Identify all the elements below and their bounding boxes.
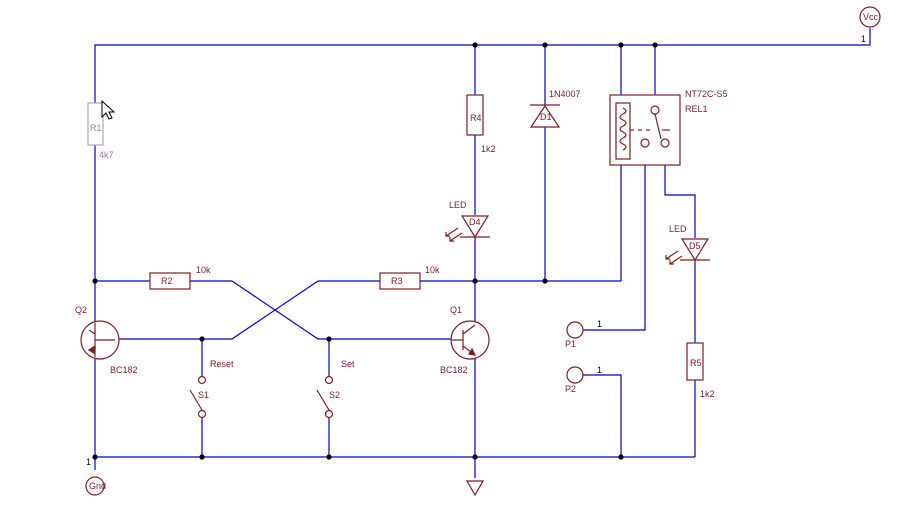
wires bbox=[94, 28, 871, 478]
d5-value: LED bbox=[669, 224, 687, 234]
switch-s1[interactable]: Reset S1 bbox=[189, 359, 234, 419]
resistor-r5[interactable]: R5 1k2 bbox=[686, 342, 715, 399]
wire-cross-b bbox=[115, 280, 319, 340]
junction-dot bbox=[618, 454, 624, 460]
s1-value: Reset bbox=[210, 359, 234, 369]
junction-dot bbox=[472, 278, 478, 284]
junction-dot bbox=[199, 336, 205, 342]
junction-dot bbox=[92, 278, 98, 284]
junction-dot bbox=[652, 42, 658, 48]
junction-dot bbox=[326, 336, 332, 342]
ground-symbol-icon bbox=[465, 480, 485, 497]
junction-dot bbox=[199, 454, 205, 460]
vcc-pin: 1 bbox=[861, 34, 866, 44]
transistor-q1[interactable]: Q1 BC182 bbox=[440, 305, 490, 375]
resistor-r3[interactable]: R3 10k bbox=[379, 265, 440, 290]
terminal-p1[interactable]: P1 1 bbox=[565, 319, 602, 349]
d1-ref: D1 bbox=[540, 112, 552, 122]
q2-value: BC182 bbox=[110, 365, 138, 375]
r1-value: 4k7 bbox=[99, 150, 114, 160]
wire-relay-d5 bbox=[664, 147, 696, 238]
gnd-pin: 1 bbox=[86, 457, 91, 467]
s1-ref: S1 bbox=[198, 390, 209, 400]
wire-p2-gnd bbox=[583, 374, 622, 457]
gnd-ref: Gnd bbox=[89, 481, 106, 491]
s2-ref: S2 bbox=[329, 390, 340, 400]
p1-ref: P1 bbox=[565, 339, 576, 349]
resistor-r1[interactable]: R1 4k7 bbox=[87, 102, 114, 160]
wire-cross-a bbox=[231, 280, 475, 340]
s2-value: Set bbox=[341, 359, 355, 369]
r4-value: 1k2 bbox=[481, 144, 496, 154]
junction-dot bbox=[326, 454, 332, 460]
r4-ref: R4 bbox=[470, 113, 482, 123]
r3-value: 10k bbox=[425, 265, 440, 275]
junctions bbox=[92, 42, 658, 460]
junction-dot bbox=[618, 42, 624, 48]
p2-pin: 1 bbox=[597, 365, 602, 375]
resistor-r4[interactable]: R4 1k2 bbox=[466, 94, 496, 154]
terminal-vcc[interactable]: Vcc 1 bbox=[859, 6, 881, 44]
mouse-pointer-icon bbox=[101, 99, 116, 120]
wire-vcc-rail bbox=[94, 28, 871, 103]
q1-ref: Q1 bbox=[450, 305, 462, 315]
wire-gnd-rail bbox=[94, 456, 695, 470]
junction-dot bbox=[542, 42, 548, 48]
rel1-value: NT72C-S5 bbox=[685, 89, 728, 99]
led-d4[interactable]: LED D4 bbox=[445, 200, 490, 242]
p2-ref: P2 bbox=[565, 384, 576, 394]
d5-ref: D5 bbox=[689, 241, 701, 251]
terminal-gnd[interactable]: Gnd 1 bbox=[85, 457, 106, 496]
junction-dot bbox=[472, 42, 478, 48]
rel1-ref: REL1 bbox=[685, 104, 708, 114]
r2-value: 10k bbox=[196, 265, 211, 275]
r1-ref: R1 bbox=[90, 123, 102, 133]
vcc-ref: Vcc bbox=[863, 12, 879, 22]
led-d5[interactable]: LED D5 bbox=[665, 224, 710, 265]
junction-dot bbox=[92, 454, 98, 460]
q1-value: BC182 bbox=[440, 365, 468, 375]
junction-dot bbox=[472, 454, 478, 460]
wire-relay-p1 bbox=[583, 147, 646, 331]
q2-ref: Q2 bbox=[75, 305, 87, 315]
r2-ref: R2 bbox=[161, 276, 173, 286]
d4-ref: D4 bbox=[469, 217, 481, 227]
p1-pin: 1 bbox=[597, 319, 602, 329]
d4-value: LED bbox=[449, 200, 467, 210]
relay-rel1[interactable]: NT72C-S5 REL1 bbox=[609, 89, 728, 166]
r3-ref: R3 bbox=[391, 276, 403, 286]
r5-ref: R5 bbox=[690, 358, 702, 368]
junction-dot bbox=[542, 278, 548, 284]
resistor-r2[interactable]: R2 10k bbox=[149, 265, 211, 290]
d1-value: 1N4007 bbox=[549, 89, 581, 99]
diode-d1[interactable]: 1N4007 D1 bbox=[529, 89, 581, 128]
r5-value: 1k2 bbox=[700, 389, 715, 399]
terminal-p2[interactable]: P2 1 bbox=[565, 365, 602, 394]
switch-s2[interactable]: Set S2 bbox=[316, 359, 355, 419]
transistor-q2[interactable]: Q2 BC182 bbox=[75, 305, 138, 375]
